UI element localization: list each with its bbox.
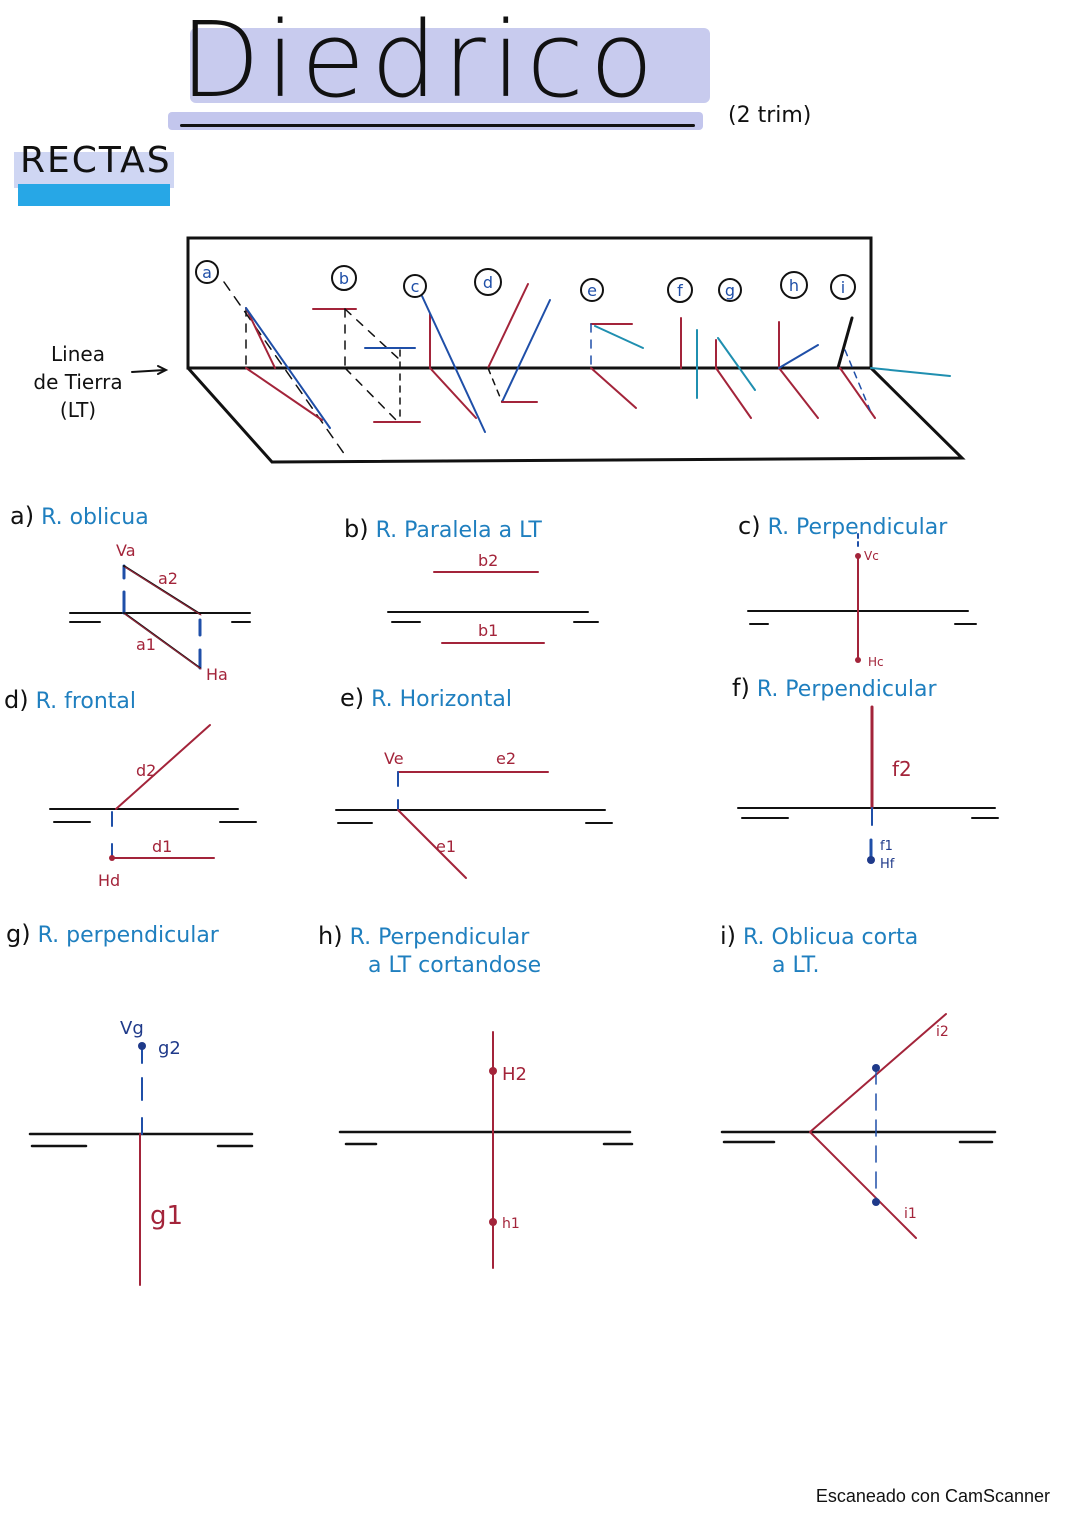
projection-figures: Va a2 a1 Ha b2 b1 Vc Hc d2 d1 Hd Ve e2 e… [28,533,999,1286]
figure-h-drawing [338,1031,634,1269]
figure-i-drawing [720,1013,997,1239]
label-hc: Hc [868,655,884,669]
camscanner-watermark: Escaneado con CamScanner [815,1486,1050,1506]
label-g2: g2 [158,1038,181,1059]
figure-f-drawing [737,705,999,864]
lt-arrow-icon [131,369,166,373]
svg-text:f: f [677,281,683,300]
figure-b-drawing [387,571,599,644]
page-title: Diedrico [180,0,660,121]
figure-a-drawing [69,564,251,670]
svg-text:b: b [339,269,349,288]
marker-g: g [718,278,742,302]
svg-text:c: c [411,277,420,296]
figure-title-a: a) R. oblicua [10,502,149,530]
marker-d: d [474,268,502,296]
figure-title-h: h) R. Perpendicular a LT cortandose [318,922,542,978]
section-highlight-blue [18,184,170,206]
figure-title-f: f) R. Perpendicular [732,674,937,702]
svg-text:g: g [725,281,735,300]
label-g1: g1 [150,1201,183,1231]
marker-f: f [667,277,693,303]
marker-c: c [403,274,427,298]
page-subtitle: (2 trim) [728,103,812,128]
marker-e: e [580,278,604,302]
label-e1: e1 [436,837,456,856]
marker-b: b [331,265,357,291]
label-h2: H2 [502,1064,527,1085]
svg-text:i: i [841,278,845,297]
figure-title-b: b) R. Paralela a LT [344,515,542,543]
figure-title-d: d) R. frontal [4,686,137,714]
dihedral-overview-diagram: a b c d e f g h i [131,236,966,464]
label-h1: h1 [502,1216,520,1232]
label-b1: b1 [478,621,498,640]
marker-a: a [195,260,219,284]
label-f2: f2 [892,757,912,781]
figure-e-drawing [335,771,613,879]
svg-text:d: d [483,273,493,292]
label-e2: e2 [496,749,516,768]
label-b2: b2 [478,551,498,570]
label-ve: Ve [384,749,404,768]
label-vc: Vc [864,549,879,563]
svg-text:a: a [202,263,212,282]
section-highlight-purple [14,152,174,188]
label-i1: i1 [904,1206,917,1222]
label-f1: f1 [880,839,893,854]
label-i2: i2 [936,1024,949,1040]
title-underline [180,124,695,127]
label-ha: Ha [206,665,228,684]
svg-text:e: e [587,281,597,300]
label-a2: a2 [158,569,178,588]
title-highlight [190,28,710,103]
line-markers: a b c d e f g h i [195,260,856,303]
figure-g-drawing [28,1042,254,1286]
marker-i: i [830,274,856,300]
label-hf: Hf [880,857,895,872]
label-d2: d2 [136,761,156,780]
label-a1: a1 [136,635,156,654]
figure-title-i: i) R. Oblicua corta a LT. [720,922,919,978]
linea-de-tierra-label: Linea de Tierra (LT) [33,342,123,422]
figure-title-g: g) R. perpendicular [6,920,219,948]
label-vg: Vg [120,1018,144,1039]
marker-h: h [780,271,808,299]
svg-text:h: h [789,276,799,295]
label-d1: d1 [152,837,172,856]
figure-d-drawing [49,724,257,861]
section-heading: RECTAS [20,140,172,181]
label-hd: Hd [98,871,120,890]
figure-title-e: e) R. Horizontal [340,684,512,712]
label-va: Va [116,541,136,560]
figure-c-drawing [747,533,977,663]
